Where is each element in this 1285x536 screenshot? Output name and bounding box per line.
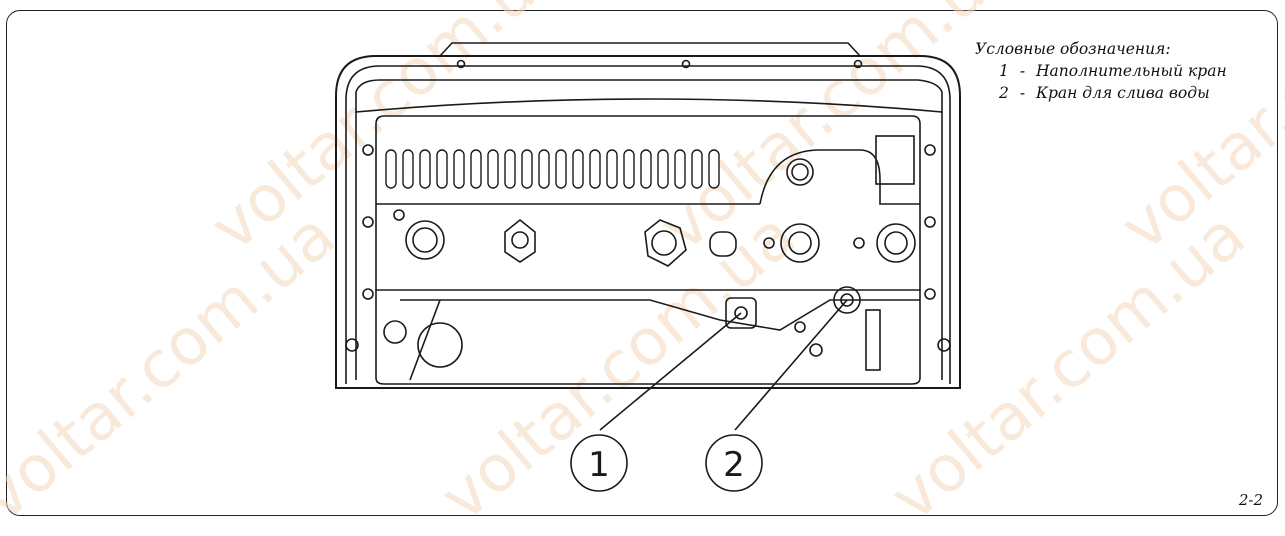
fitting-hot-water-icon — [504, 218, 536, 263]
plate-step — [759, 149, 920, 205]
screw-top-right-icon — [853, 59, 863, 69]
bottom-right-screw-icon — [937, 338, 951, 352]
fitting-cold-water-icon — [644, 219, 687, 267]
top-arc-panel — [355, 79, 943, 113]
lower-bay — [375, 290, 921, 385]
fitting-top-right-icon — [786, 158, 814, 186]
legend-item-1-sep: - — [1019, 62, 1026, 80]
top-slot — [438, 42, 862, 57]
mounting-plate — [375, 115, 921, 291]
callout-2-leader — [734, 299, 848, 431]
fill-valve-icon — [725, 297, 757, 329]
side-bracket-right — [865, 309, 881, 371]
figure-number: 2-2 — [1238, 491, 1263, 509]
legend-item-1: 1 - Наполнительный кран — [975, 60, 1227, 82]
legend-item-1-label: Наполнительный кран — [1036, 62, 1227, 80]
fitting-return-icon — [709, 231, 737, 257]
drain-valve-icon — [833, 286, 861, 314]
callout-1-number: 1 — [588, 445, 610, 485]
lower-pipe-contour — [400, 299, 920, 331]
inner-casing — [345, 65, 951, 384]
fitting-heating-flow-icon — [780, 223, 820, 263]
callout-1-circle — [570, 434, 628, 492]
legend-title: Условные обозначения: — [975, 40, 1171, 58]
pipe-diagonal-left — [409, 299, 441, 381]
legend: Условные обозначения: 1 - Наполнительный… — [975, 38, 1227, 104]
lower-left-pipe-icon — [417, 322, 463, 368]
callout-1-leader — [599, 312, 742, 431]
small-screw-icon — [393, 209, 405, 221]
bottom-left-screw-icon — [345, 338, 359, 352]
small-screw-icon-3 — [853, 237, 865, 249]
legend-item-2: 2 - Кран для слива воды — [975, 82, 1227, 104]
legend-item-1-num: 1 — [999, 62, 1009, 80]
legend-item-2-num: 2 — [999, 84, 1009, 102]
lower-left-fitting-icon — [383, 320, 407, 344]
side-screws-icon — [362, 144, 936, 300]
legend-item-2-label: Кран для слива воды — [1036, 84, 1210, 102]
callout-2-circle — [705, 434, 763, 492]
fitting-gas-inlet-icon — [405, 220, 445, 260]
lower-plug-icon — [809, 343, 823, 357]
vent-slots — [385, 149, 720, 189]
figure-frame — [6, 10, 1278, 516]
screw-top-mid-icon — [681, 59, 691, 69]
bracket-right — [875, 135, 915, 185]
fitting-heating-return-icon — [876, 223, 916, 263]
screw-top-left-icon — [456, 59, 466, 69]
legend-item-2-sep: - — [1019, 84, 1026, 102]
callout-2-number: 2 — [723, 445, 745, 485]
outer-casing — [335, 55, 961, 389]
small-screw-icon-2 — [763, 237, 775, 249]
boiler-bottom-view-diagram: 1 2 — [335, 42, 961, 492]
small-screw-icon-4 — [794, 321, 806, 333]
